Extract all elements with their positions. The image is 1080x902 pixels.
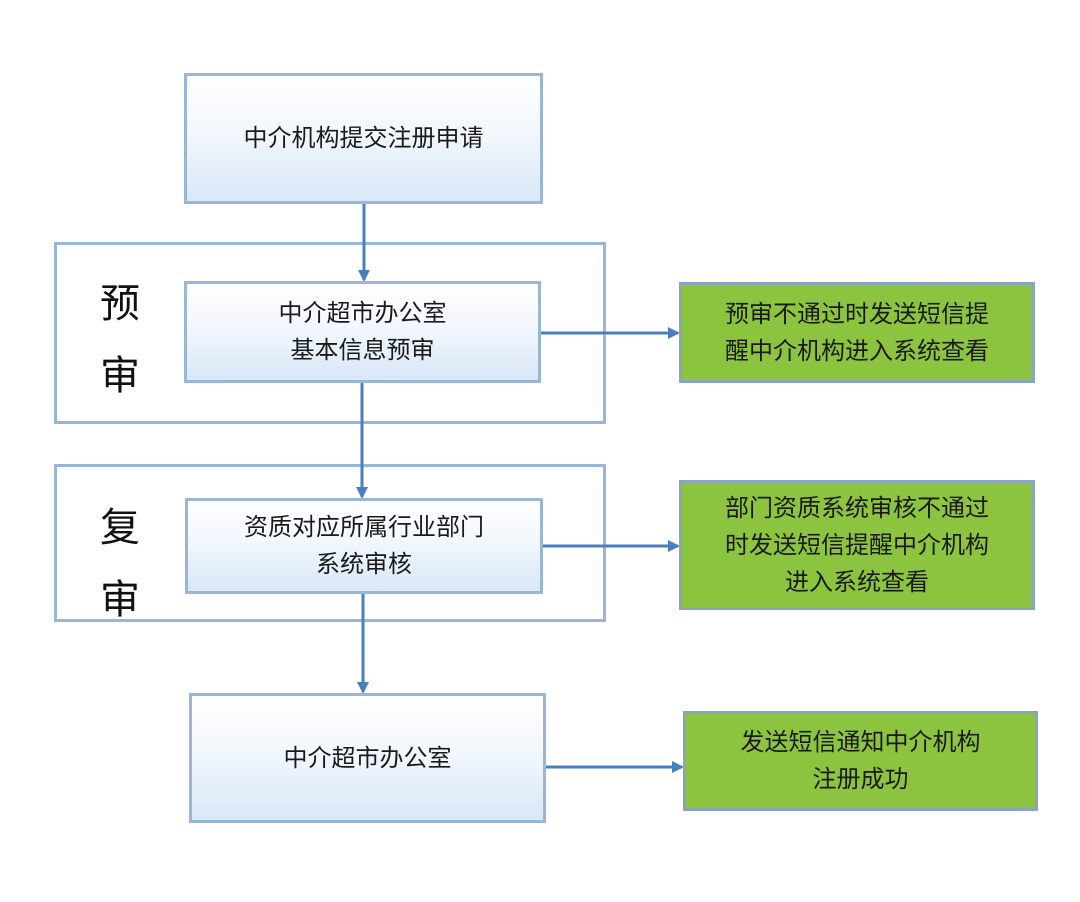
step-final-office: 中介超市办公室 (189, 693, 546, 823)
step-submit-registration: 中介机构提交注册申请 (184, 73, 543, 204)
step-pre-review: 中介超市办公室 基本信息预审 (184, 281, 541, 383)
note-pre-review-fail: 预审不通过时发送短信提 醒中介机构进入系统查看 (679, 282, 1035, 383)
note-success: 发送短信通知中介机构 注册成功 (683, 711, 1038, 811)
note-re-review-fail: 部门资质系统审核不通过 时发送短信提醒中介机构 进入系统查看 (679, 480, 1035, 610)
re-review-stage-frame (54, 464, 606, 622)
pre-review-stage-label: 预 审 (100, 281, 140, 399)
step-re-review: 资质对应所属行业部门 系统审核 (185, 498, 543, 594)
re-review-stage-label: 复 审 (100, 505, 140, 623)
